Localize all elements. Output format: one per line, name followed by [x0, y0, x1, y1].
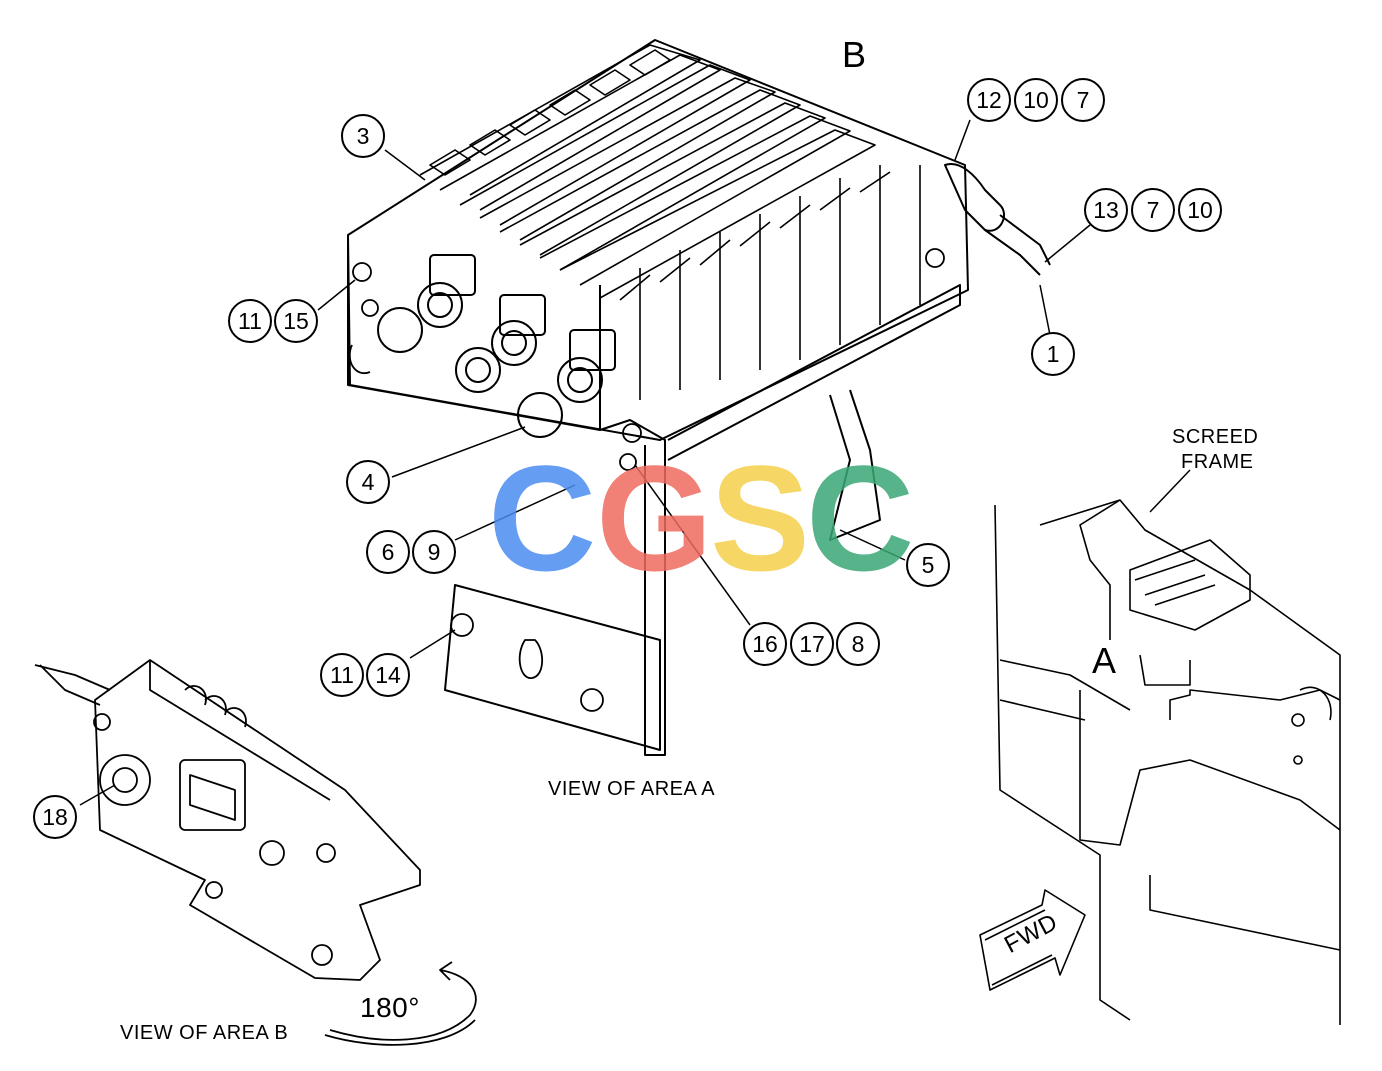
view-of-area-b-label: VIEW OF AREA B	[120, 1022, 289, 1044]
callout-11: 11	[228, 299, 272, 343]
view-of-area-a-label: VIEW OF AREA A	[548, 778, 716, 800]
watermark: C G S C	[488, 434, 914, 602]
control-module-area-b	[34, 659, 477, 1046]
screed-frame-overview	[979, 499, 1341, 1025]
callout-15: 15	[274, 299, 318, 343]
area-a-letter: A	[1092, 640, 1117, 681]
watermark-letter-g: G	[596, 434, 713, 602]
watermark-letter-c2: C	[806, 434, 915, 602]
callout-7: 7	[1061, 78, 1105, 122]
leader-lines	[79, 119, 1191, 806]
area-b-letter: B	[842, 34, 867, 75]
callout-1: 1	[1031, 332, 1075, 376]
callout-14: 14	[366, 653, 410, 697]
callout-7-b: 7	[1131, 188, 1175, 232]
callout-13: 13	[1084, 188, 1128, 232]
screed-frame-label-line2: FRAME	[1181, 451, 1254, 473]
callout-8: 8	[836, 622, 880, 666]
rotation-180-label: 180°	[360, 992, 420, 1023]
callout-17: 17	[790, 622, 834, 666]
control-module-main	[347, 39, 1051, 756]
watermark-letter-s: S	[710, 434, 811, 602]
callout-10-b: 10	[1178, 188, 1222, 232]
watermark-letter-c1: C	[488, 434, 597, 602]
screed-frame-label-line1: SCREED	[1172, 426, 1259, 448]
callout-9: 9	[412, 530, 456, 574]
callout-5: 5	[906, 543, 950, 587]
callout-12: 12	[967, 78, 1011, 122]
callout-16: 16	[743, 622, 787, 666]
callout-18: 18	[33, 795, 77, 839]
callout-6: 6	[366, 530, 410, 574]
callout-10: 10	[1014, 78, 1058, 122]
callout-3: 3	[341, 114, 385, 158]
callout-11-b: 11	[320, 653, 364, 697]
callout-4: 4	[346, 460, 390, 504]
